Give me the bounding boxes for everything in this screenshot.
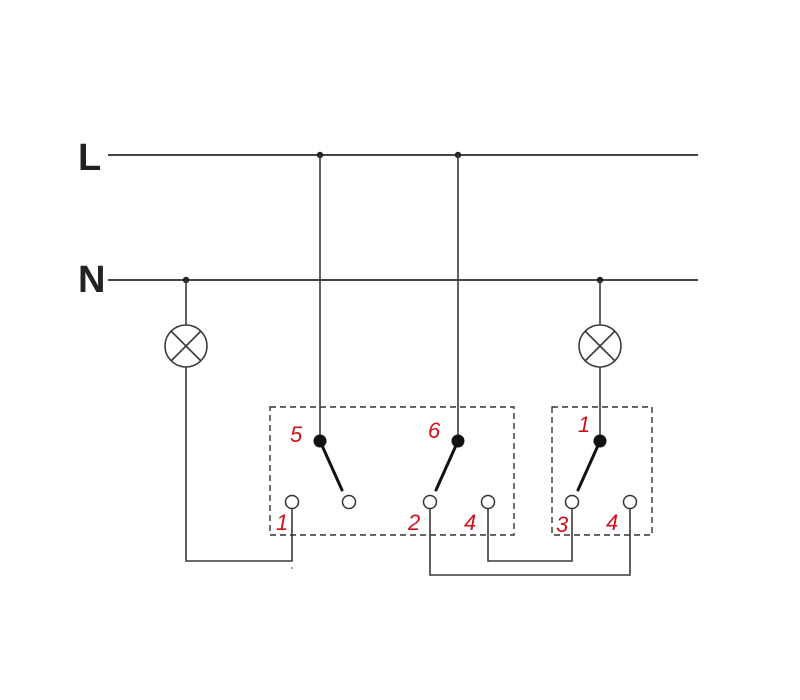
terminal-label-3: 3 bbox=[556, 512, 569, 537]
neutral-rail-label: N bbox=[78, 259, 105, 301]
terminal-label-5: 5 bbox=[290, 422, 303, 447]
lamp-left-icon bbox=[164, 324, 208, 368]
double-switch-enclosure bbox=[269, 406, 515, 536]
terminal-label-4-double: 4 bbox=[464, 510, 476, 535]
contact-free-5 bbox=[341, 494, 357, 510]
terminal-label-1: 1 bbox=[276, 510, 288, 535]
wire-terminal-4-to-terminal-3 bbox=[487, 509, 573, 562]
contact-terminal-3 bbox=[564, 494, 580, 510]
contact-terminal-4-single bbox=[622, 494, 638, 510]
lamp-right-icon bbox=[578, 324, 622, 368]
terminal-label-1-single: 1 bbox=[578, 412, 590, 437]
wire-terminal-2-to-terminal-4 bbox=[429, 509, 631, 576]
terminal-label-6: 6 bbox=[428, 418, 441, 443]
terminal-label-4-single: 4 bbox=[606, 510, 618, 535]
contact-terminal-2 bbox=[422, 494, 438, 510]
switch-blade-1 bbox=[576, 439, 602, 492]
stray-dot bbox=[291, 567, 293, 569]
switch-blade-5 bbox=[318, 439, 344, 492]
contact-terminal-1 bbox=[284, 494, 300, 510]
contact-terminal-4-double bbox=[480, 494, 496, 510]
line-rail-label: L bbox=[78, 137, 101, 179]
switch-blade-6 bbox=[434, 439, 460, 492]
terminal-label-2: 2 bbox=[407, 510, 420, 535]
single-switch-enclosure bbox=[551, 406, 653, 536]
